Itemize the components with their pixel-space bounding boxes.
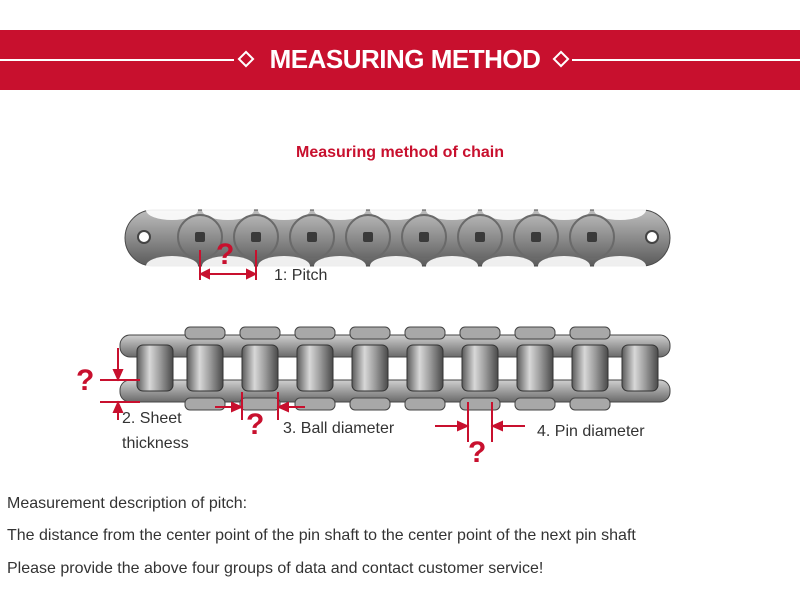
description-line-1: The distance from the center point of th… xyxy=(7,527,636,544)
banner-line-right xyxy=(572,59,800,61)
sheet-thickness-label-line1: 2. Sheet xyxy=(122,410,182,427)
pitch-label: 1: Pitch xyxy=(274,267,328,284)
sheet-thickness-label-line2: thickness xyxy=(122,435,189,452)
question-mark-icon: ? xyxy=(216,238,235,271)
diagram-title: Measuring method of chain xyxy=(295,144,504,161)
banner-title: MEASURING METHOD xyxy=(269,44,541,74)
chain-side-view xyxy=(124,200,671,280)
description-line-2: Please provide the above four groups of … xyxy=(7,560,544,577)
diamond-icon xyxy=(237,50,255,68)
question-mark-icon: ? xyxy=(76,364,95,397)
question-mark-icon: ? xyxy=(246,408,265,441)
pin-diameter-arrow xyxy=(435,402,525,442)
description-heading: Measurement description of pitch: xyxy=(7,495,248,512)
chain-top-view xyxy=(100,326,671,442)
question-mark-icon: ? xyxy=(468,436,487,469)
sheet-thickness-arrow xyxy=(100,348,140,420)
chain-illustration xyxy=(100,200,671,442)
diamond-icon xyxy=(552,50,570,68)
ball-diameter-arrow xyxy=(215,392,305,420)
banner-line-left xyxy=(0,59,234,61)
header-banner: MEASURING METHOD xyxy=(0,30,800,90)
ball-diameter-label: 3. Ball diameter xyxy=(283,420,395,437)
pitch-arrow xyxy=(198,250,258,280)
pin-diameter-label: 4. Pin diameter xyxy=(537,423,645,440)
